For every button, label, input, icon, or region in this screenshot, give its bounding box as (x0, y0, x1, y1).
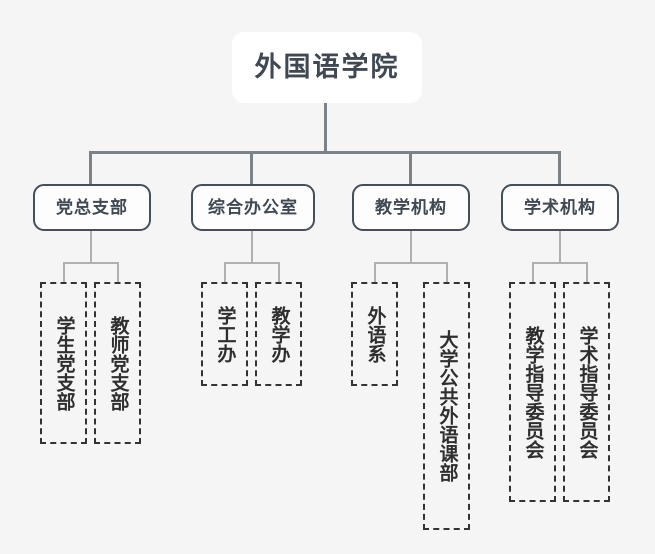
connector-root-drop-1 (89, 151, 92, 185)
branch-node-1[interactable]: 党总支部 (33, 184, 151, 231)
connector-branch-2-bus (224, 262, 280, 264)
leaf-node-1-2[interactable]: 教师党支部 (94, 282, 141, 444)
branch-node-4[interactable]: 学术机构 (501, 184, 619, 231)
connector-branch-1-drop-1 (63, 262, 65, 283)
leaf-node-4-1[interactable]: 教学指导委员会 (509, 282, 556, 502)
connector-branch-3-drop-1 (374, 262, 376, 283)
leaf-node-3-2[interactable]: 大学公共外语课部 (423, 282, 470, 530)
leaf-node-2-2[interactable]: 教学办 (255, 282, 302, 386)
connector-branch-4-stem (559, 231, 561, 263)
connector-root-drop-2 (250, 151, 253, 185)
leaf-node-3-2-label: 大学公共外语课部 (436, 330, 458, 482)
connector-branch-1-drop-2 (117, 262, 119, 283)
branch-node-3-label: 教学机构 (375, 198, 447, 217)
leaf-node-1-2-label: 教师党支部 (107, 315, 129, 411)
leaf-node-4-2[interactable]: 学术指导委员会 (563, 282, 610, 502)
leaf-node-1-1[interactable]: 学生党支部 (40, 282, 87, 444)
connector-root-drop-3 (409, 151, 412, 185)
connector-branch-2-stem (251, 231, 253, 263)
branch-node-2[interactable]: 综合办公室 (191, 184, 315, 231)
connector-branch-3-bus (374, 262, 448, 264)
branch-node-1-label: 党总支部 (56, 198, 128, 217)
connector-branch-2-drop-1 (224, 262, 226, 283)
branch-node-3[interactable]: 教学机构 (352, 184, 470, 231)
leaf-node-2-1[interactable]: 学工办 (201, 282, 248, 386)
branch-node-2-label: 综合办公室 (208, 198, 298, 217)
leaf-node-4-1-label: 教学指导委员会 (522, 325, 544, 459)
connector-branch-1-bus (63, 262, 119, 264)
branch-node-4-label: 学术机构 (524, 198, 596, 217)
connector-root-drop-4 (558, 151, 561, 185)
root-node-label: 外国语学院 (254, 52, 400, 82)
root-node[interactable]: 外国语学院 (232, 32, 422, 103)
connector-branch-4-drop-2 (586, 262, 588, 283)
leaf-node-4-2-label: 学术指导委员会 (576, 325, 598, 459)
leaf-node-3-1-label: 外语系 (364, 305, 386, 363)
leaf-node-1-1-label: 学生党支部 (53, 315, 75, 411)
leaf-node-3-1[interactable]: 外语系 (351, 282, 398, 386)
connector-root-bus (89, 151, 561, 154)
connector-root-stem (324, 103, 327, 153)
connector-branch-3-stem (410, 231, 412, 263)
connector-branch-2-drop-2 (278, 262, 280, 283)
connector-branch-4-bus (532, 262, 588, 264)
leaf-node-2-1-label: 学工办 (214, 305, 236, 363)
connector-branch-3-drop-2 (446, 262, 448, 283)
leaf-node-2-2-label: 教学办 (268, 305, 290, 363)
connector-branch-1-stem (90, 231, 92, 263)
connector-branch-4-drop-1 (532, 262, 534, 283)
